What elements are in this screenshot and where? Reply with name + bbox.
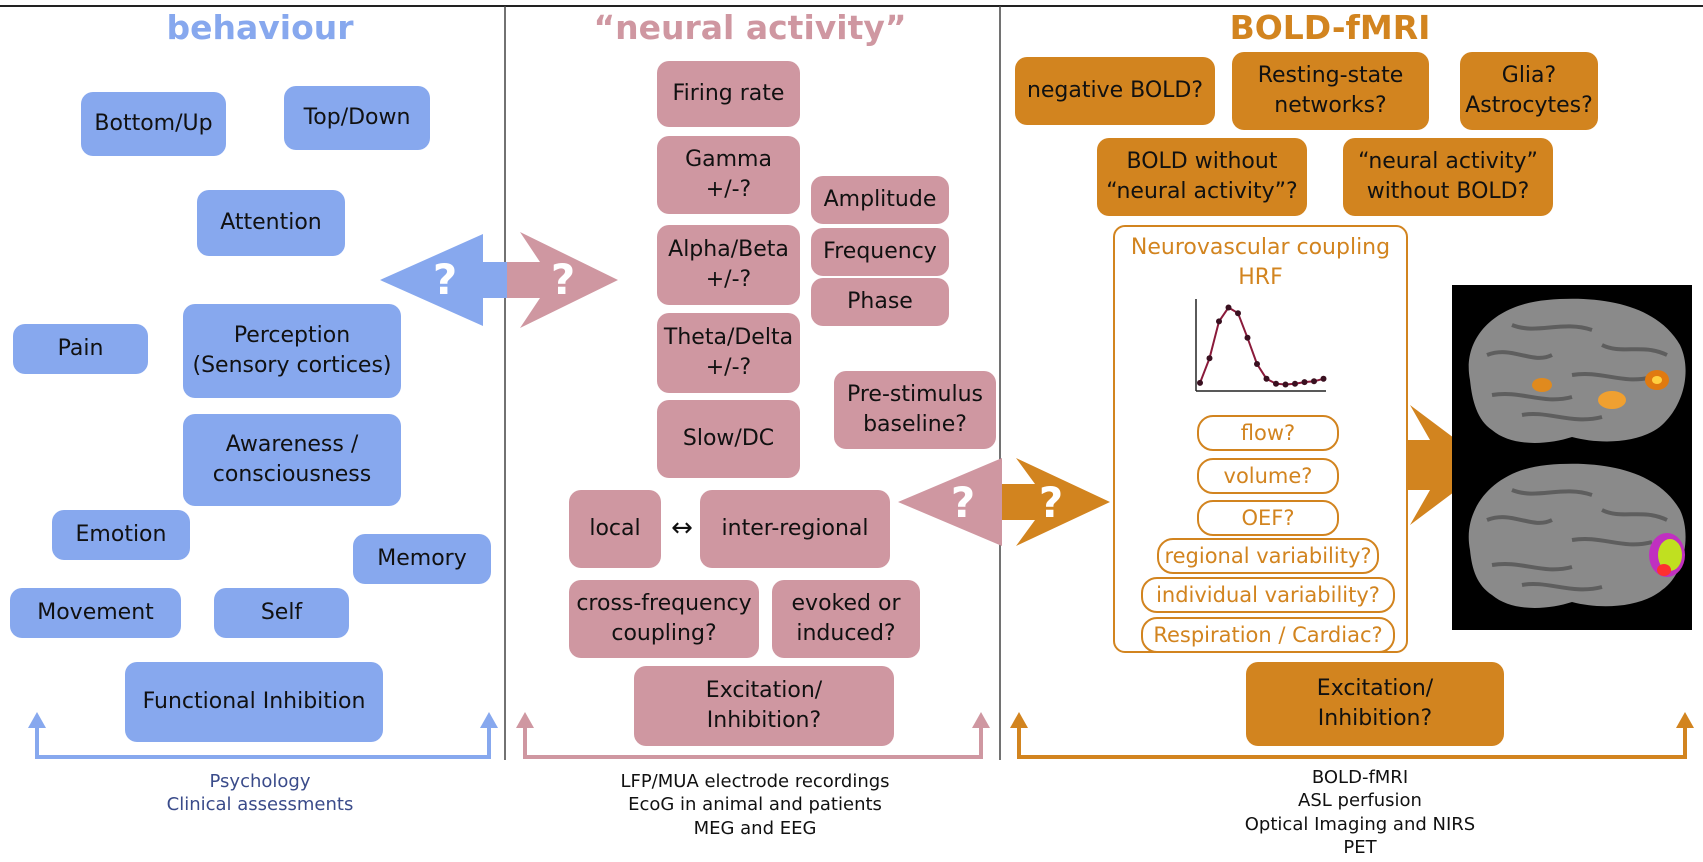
question-mark-pink: ? [550, 255, 576, 304]
neural-heading: “neural activity” [593, 8, 907, 47]
amplitude-box: Amplitude [811, 176, 949, 224]
phase-box: Phase [811, 278, 949, 326]
question-mark-orange: ? [1038, 478, 1064, 527]
neural-footer: LFP/MUA electrode recordings EcoG in ani… [620, 771, 890, 839]
brain-images [1468, 298, 1686, 608]
alpha-beta-box: Alpha/Beta +/-? [657, 225, 800, 305]
big-arrow-orange [1352, 405, 1490, 525]
hrf-point [1225, 304, 1232, 311]
hrf-point [1301, 379, 1308, 386]
hrf-point [1197, 379, 1203, 386]
behaviour-heading: behaviour [166, 8, 354, 47]
hrf-point [1216, 318, 1222, 325]
hrf-plot [1195, 299, 1327, 392]
excitation-inhibition-bold-box: Excitation/ Inhibition? [1246, 662, 1504, 746]
local-inter-regional-arrow: ↔ [671, 513, 693, 543]
question-mark-pink-lower: ? [950, 478, 976, 527]
pain-box: Pain [13, 324, 148, 374]
bottom-up-box: Bottom/Up [81, 92, 226, 156]
bold-without-neural-box: BOLD without “neural activity”? [1097, 138, 1307, 216]
attention-box: Attention [197, 190, 345, 256]
behaviour-bracket [28, 712, 498, 759]
resting-state-box: Resting-state networks? [1232, 52, 1429, 130]
local-box: local [569, 490, 661, 568]
coupling-item: volume? [1197, 458, 1339, 494]
hrf-point [1206, 355, 1213, 362]
question-mark-blue: ? [432, 255, 458, 304]
frequency-box: Frequency [811, 228, 949, 276]
neural-bracket [516, 712, 990, 759]
behaviour-footer: Psychology Clinical assessments [166, 771, 354, 816]
firing-rate-box: Firing rate [657, 61, 800, 127]
self-box: Self [214, 588, 349, 638]
negative-bold-box: negative BOLD? [1015, 57, 1215, 125]
left-arrow-blue [380, 234, 507, 326]
bold-bracket [1010, 712, 1694, 759]
perception-box: Perception (Sensory cortices) [183, 304, 401, 398]
theta-delta-box: Theta/Delta +/-? [657, 313, 800, 393]
brain-bottom-image [1468, 463, 1686, 608]
coupling-item: OEF? [1197, 500, 1339, 536]
hrf-point [1282, 381, 1289, 388]
hrf-point [1263, 375, 1270, 382]
bold-heading: BOLD-fMRI [1229, 8, 1431, 47]
hrf-point [1254, 361, 1260, 368]
slow-dc-box: Slow/DC [657, 400, 800, 478]
hrf-point [1235, 310, 1241, 317]
emotion-box: Emotion [52, 510, 190, 560]
coupling-item: flow? [1197, 415, 1339, 451]
coupling-item: regional variability? [1157, 538, 1379, 574]
brain-images-panel [1452, 285, 1692, 630]
awareness-box: Awareness / consciousness [183, 414, 401, 506]
top-down-box: Top/Down [284, 86, 430, 150]
evoked-induced-box: evoked or induced? [772, 580, 920, 658]
neurovascular-coupling-title: Neurovascular coupling HRF [1130, 235, 1391, 290]
memory-box: Memory [353, 534, 491, 584]
movement-box: Movement [10, 588, 181, 638]
hrf-point [1273, 380, 1279, 387]
brain-top-image [1468, 298, 1686, 443]
bold-footer: BOLD-fMRI ASL perfusion Optical Imaging … [1244, 767, 1476, 859]
excitation-inhibition-neural-box: Excitation/ Inhibition? [634, 666, 894, 746]
neural-without-bold-box: “neural activity” without BOLD? [1343, 138, 1553, 216]
hrf-point [1311, 378, 1317, 385]
glia-box: Glia? Astrocytes? [1460, 52, 1598, 130]
coupling-item: Respiration / Cardiac? [1141, 617, 1395, 653]
hrf-point [1320, 375, 1327, 382]
hrf-series [1197, 304, 1327, 388]
coupling-item: individual variability? [1141, 577, 1395, 613]
functional-inhibition-box: Functional Inhibition [125, 662, 383, 742]
gamma-box: Gamma +/-? [657, 136, 800, 214]
hrf-point [1292, 380, 1298, 387]
hrf-point [1244, 334, 1251, 341]
right-arrow-orange [1002, 458, 1110, 546]
right-arrow-pink [507, 232, 618, 328]
cross-frequency-box: cross-frequency coupling? [569, 580, 759, 658]
left-arrow-pink [898, 458, 1015, 546]
pre-stimulus-box: Pre-stimulus baseline? [834, 371, 996, 449]
inter-regional-box: inter-regional [700, 490, 890, 568]
